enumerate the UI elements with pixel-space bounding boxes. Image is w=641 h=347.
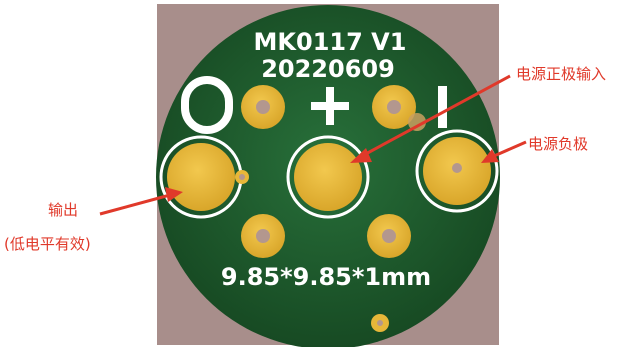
arrow-pointer-icon [350,74,511,163]
pad-output [159,135,243,219]
via-output-hole [239,174,245,180]
via-bottom-hole [377,320,383,326]
pad-bottom-left [241,214,285,258]
date-code-text: 20220609 [261,55,395,83]
output-active-low-label: (低电平有效) [4,235,91,253]
positive-input-label: 电源正极输入 [516,65,607,83]
pad-bottom-right [367,214,411,258]
part-number-text: MK0117 V1 [254,28,407,56]
minus-symbol [438,86,447,128]
negative-label: 电源负极 [528,135,589,153]
pad-positive [286,135,370,219]
via-top-right [408,113,426,131]
pad-negative [415,129,499,213]
arrow-pointer-icon [99,187,183,216]
zero-symbol [181,76,233,134]
arrow-pointer-icon [481,140,527,163]
output-label: 输出 [48,201,79,219]
pad-top-left [241,85,285,129]
plus-symbol-vertical [326,87,334,125]
pad-top-right [372,85,416,129]
dimensions-text: 9.85*9.85*1mm [221,263,431,291]
